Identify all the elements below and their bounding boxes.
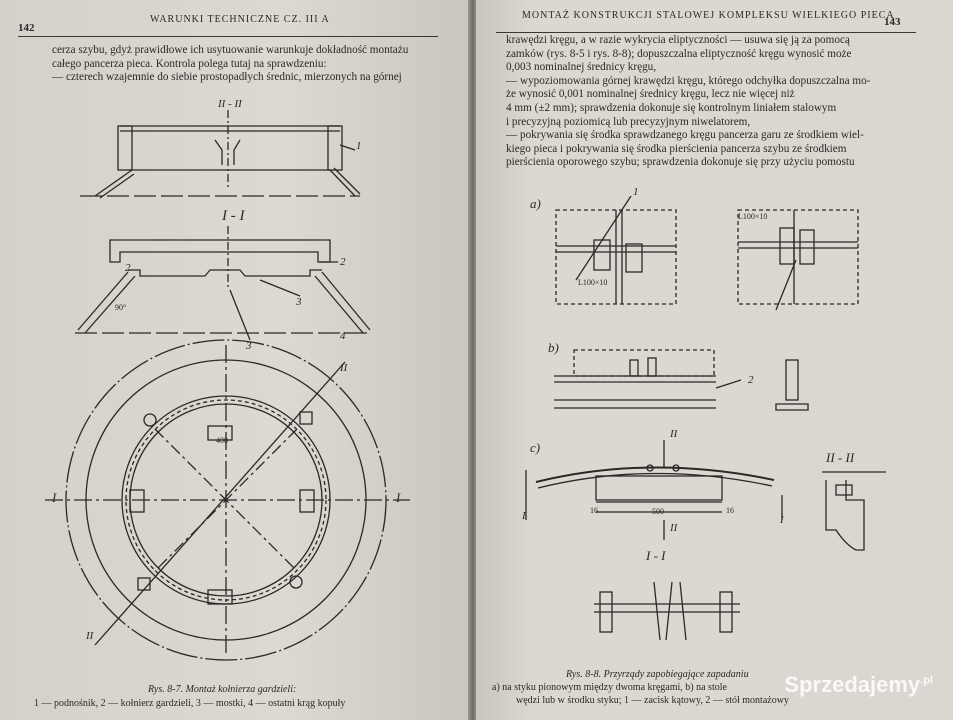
cut-label-bottom: II	[86, 630, 94, 642]
right-text-line: że wynosić 0,001 nominalnej średnicy krę…	[506, 88, 795, 101]
ref-1-a: 1	[633, 186, 639, 198]
label-section-ii-ii: II - II	[218, 98, 242, 110]
angle-90: 90°	[115, 303, 127, 312]
label-section-i-i: I - I	[222, 208, 245, 224]
left-page: 142 WARUNKI TECHNICZNE CZ. III A cerza s…	[0, 0, 472, 720]
dim-16-left: 16	[590, 506, 598, 515]
ref-4: 4	[340, 330, 346, 342]
axis-i-right: I	[780, 514, 784, 526]
right-text-line: 4 mm (±2 mm); sprawdzenia dokonuje się k…	[506, 101, 837, 114]
right-text-line: — wypoziomowania górnej krawędzi kręgu, …	[506, 74, 871, 87]
section-i-i-label: I - I	[646, 548, 666, 563]
right-running-head: MONTAŻ KONSTRUKCJI STALOWEJ KOMPLEKSU WI…	[522, 10, 895, 21]
left-body-text: cerza szybu, gdyż prawidłowe ich usytuow…	[52, 44, 442, 85]
right-text-line: 0,003 nominalnej średnicy kręgu,	[506, 61, 657, 74]
right-text-line: krawędzi kręgu, a w razie wykrycia elipt…	[506, 34, 850, 46]
cut-label-top: II	[340, 362, 348, 374]
ref-3: 3	[296, 296, 302, 308]
axis-label-right: I	[396, 490, 401, 505]
ref-2-b: 2	[748, 374, 754, 386]
angle-label-a1: L100×10	[578, 278, 608, 287]
section-ii-ii-label: II - II	[826, 450, 855, 465]
left-text-line: całego pancerza pieca. Kontrola polega t…	[52, 57, 327, 70]
section-ii-bottom: II	[670, 522, 678, 534]
left-running-head: WARUNKI TECHNICZNE CZ. III A	[150, 14, 330, 25]
part-b-label: b)	[548, 340, 559, 355]
angle-label-a2: L100×10	[738, 212, 768, 221]
part-c-label: c)	[530, 440, 541, 455]
watermark-text: Sprzedajemy	[784, 672, 921, 697]
left-caption-title: Rys. 8-7. Montaż kołnierza gardzieli:	[148, 684, 297, 695]
right-body-text: krawędzi kręgu, a w razie wykrycia elipt…	[506, 34, 906, 170]
right-text-line: i precyzyjną poziomicą lub precyzyjnym n…	[506, 115, 751, 128]
left-text-line: — czterech wzajemnie do siebie prostopad…	[52, 71, 402, 84]
section-ii-top: II	[670, 428, 678, 440]
right-page-number: 143	[884, 16, 901, 28]
watermark-logo: Sprzedajemy.pl	[784, 672, 933, 698]
ref-2-left: 2	[125, 262, 131, 274]
dim-500: 500	[652, 507, 664, 516]
left-text-line: cerza szybu, gdyż prawidłowe ich usytuow…	[52, 44, 409, 56]
left-page-number: 142	[18, 22, 35, 34]
right-caption-line3: wędzi lub w środku styku; 1 — zacisk kąt…	[516, 695, 789, 706]
book-gutter	[468, 0, 478, 720]
right-text-line: zamków (rys. 8-5 i rys. 8-8); dopuszczal…	[506, 47, 852, 60]
dim-400: 400	[216, 436, 228, 445]
dim-16-right: 16	[726, 506, 734, 515]
right-page: MONTAŻ KONSTRUKCJI STALOWEJ KOMPLEKSU WI…	[476, 0, 953, 720]
ref-1: 1	[356, 140, 362, 152]
watermark-suffix: .pl	[920, 674, 933, 687]
axis-i-left: I	[522, 510, 526, 522]
ref-3-lower: 3	[246, 340, 252, 352]
right-text-line: kiego pieca i pokrywania się środka pier…	[506, 142, 847, 155]
right-caption-line2: a) na styku pionowym między dwoma kręgam…	[492, 682, 727, 693]
right-text-line: pierścienia oporowego szybu; sprawdzenia…	[506, 156, 855, 169]
left-header-rule	[18, 36, 438, 37]
axis-label-left: I	[52, 490, 57, 505]
figure-8-8	[525, 195, 886, 641]
figure-8-7-section-ii	[45, 110, 410, 661]
right-header-rule	[496, 32, 916, 33]
right-text-line: — pokrywania się środka sprawdzanego krę…	[506, 129, 864, 142]
part-a-label: a)	[530, 196, 541, 211]
left-caption-legend: 1 — podnośnik, 2 — kołnierz gardzieli, 3…	[34, 698, 346, 709]
right-caption-title: Rys. 8-8. Przyrządy zapobiegające zapada…	[566, 669, 749, 680]
ref-2: 2	[340, 256, 346, 268]
